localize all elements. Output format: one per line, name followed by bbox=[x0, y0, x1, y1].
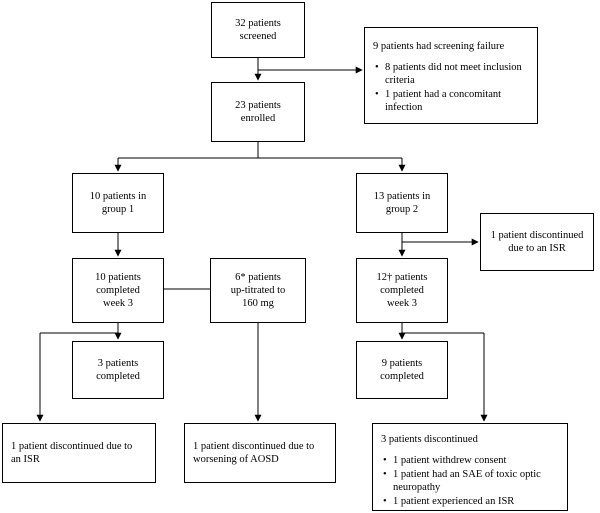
box-g1-isr-line-1: 1 patient discontinued due to bbox=[11, 441, 133, 452]
box-screening-failure: 9 patients had screening failure 8 patie… bbox=[364, 27, 538, 124]
screening-failure-heading: 9 patients had screening failure bbox=[373, 41, 505, 52]
box-g2-completed-line-2: completed bbox=[380, 371, 424, 382]
box-enrolled-line-2: enrolled bbox=[240, 113, 276, 124]
box-enrolled-line-1: 23 patients bbox=[235, 100, 281, 111]
box-g2-week3-line-1: 12† patients bbox=[376, 272, 428, 283]
box-isr-group2-line-1: 1 patient discontinued bbox=[490, 230, 584, 241]
screening-failure-item-2: 1 patient had a concomitant infection bbox=[375, 88, 529, 114]
box-g1-discontinued-isr: 1 patient discontinued due to an ISR bbox=[2, 423, 156, 483]
box-uptitrated-line-2: up-titrated to bbox=[230, 285, 286, 296]
box-g1-week3-line-1: 10 patients bbox=[95, 272, 141, 283]
g2-discontinued-item-3: 1 patient experienced an ISR bbox=[383, 495, 559, 508]
g2-discontinued-item-2: 1 patient had an SAE of toxic optic neur… bbox=[383, 468, 559, 494]
box-screened-line-2: screened bbox=[239, 31, 277, 42]
box-g1-completed-week3: 10 patients completed week 3 bbox=[72, 258, 164, 323]
box-g1-week3-line-3: week 3 bbox=[102, 298, 134, 309]
box-g2-discontinued: 3 patients discontinued 1 patient withdr… bbox=[372, 423, 568, 511]
box-uptitrated-line-3: 160 mg bbox=[242, 298, 274, 309]
box-group2: 13 patients in group 2 bbox=[356, 173, 448, 233]
box-discontinued-aosd: 1 patient discontinued due to worsening … bbox=[184, 423, 336, 483]
box-group1-line-1: 10 patients in bbox=[89, 191, 147, 202]
box-g2-week3-line-2: completed bbox=[380, 285, 424, 296]
box-g1-week3-line-2: completed bbox=[96, 285, 140, 296]
box-screened: 32 patients screened bbox=[211, 2, 305, 58]
box-g1-completed-line-2: completed bbox=[96, 371, 140, 382]
screening-failure-list: 8 patients did not meet inclusion criter… bbox=[373, 61, 529, 114]
box-isr-group2-line-2: due to an ISR bbox=[508, 243, 566, 254]
box-group1: 10 patients in group 1 bbox=[72, 173, 164, 233]
box-screened-line-1: 32 patients bbox=[235, 18, 281, 29]
box-group2-line-2: group 2 bbox=[385, 204, 419, 215]
box-g2-completed-line-1: 9 patients bbox=[381, 358, 423, 369]
box-enrolled: 23 patients enrolled bbox=[211, 82, 305, 142]
box-g2-completed: 9 patients completed bbox=[356, 341, 448, 399]
g2-discontinued-list: 1 patient withdrew consent 1 patient had… bbox=[381, 454, 559, 508]
box-g1-completed-line-1: 3 patients bbox=[97, 358, 139, 369]
box-aosd-line-1: 1 patient discontinued due to bbox=[193, 441, 315, 452]
box-aosd-line-2: worsening of AOSD bbox=[193, 454, 279, 465]
box-g1-completed: 3 patients completed bbox=[72, 341, 164, 399]
box-uptitrated: 6* patients up-titrated to 160 mg bbox=[210, 258, 306, 323]
box-isr-group2: 1 patient discontinued due to an ISR bbox=[480, 213, 594, 271]
box-g2-completed-week3: 12† patients completed week 3 bbox=[356, 258, 448, 323]
box-g1-isr-line-2: an ISR bbox=[11, 454, 40, 465]
box-group1-line-2: group 1 bbox=[101, 204, 135, 215]
screening-failure-item-1: 8 patients did not meet inclusion criter… bbox=[375, 61, 529, 87]
g2-discontinued-heading: 3 patients discontinued bbox=[381, 434, 478, 445]
box-uptitrated-line-1: 6* patients bbox=[235, 272, 281, 283]
box-g2-week3-line-3: week 3 bbox=[386, 298, 418, 309]
box-group2-line-1: 13 patients in bbox=[373, 191, 431, 202]
g2-discontinued-item-1: 1 patient withdrew consent bbox=[383, 454, 559, 467]
